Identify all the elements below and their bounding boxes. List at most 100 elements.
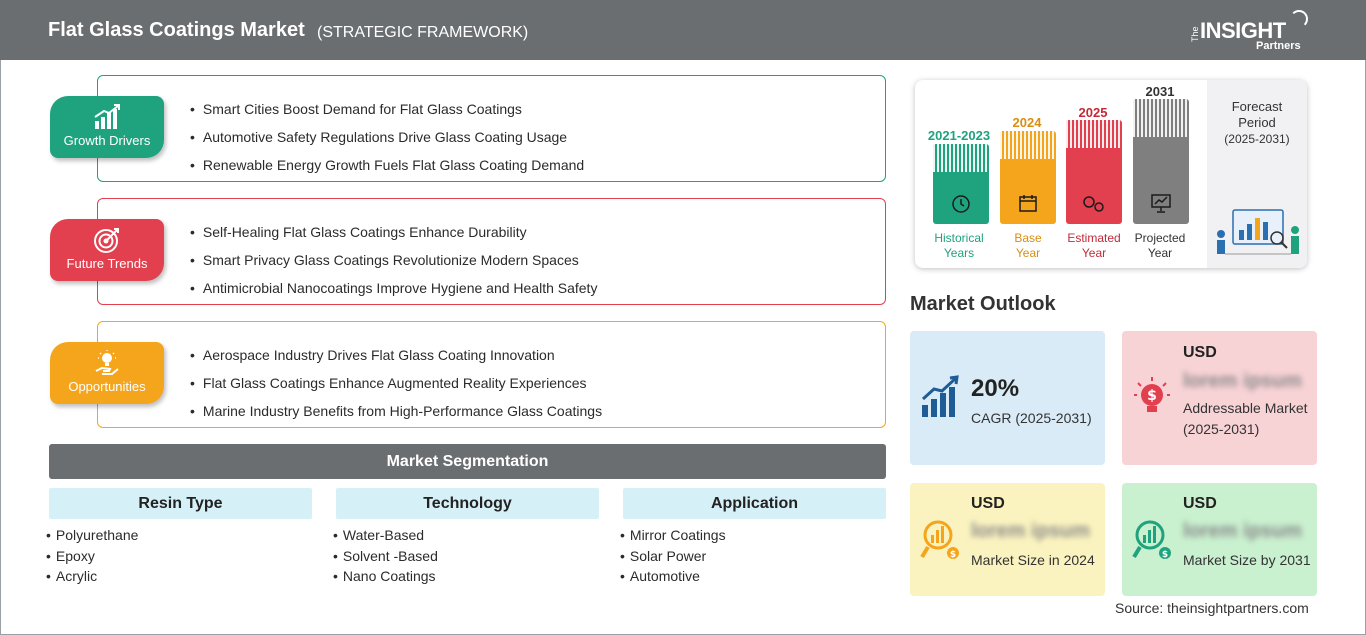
segment-list: Mirror Coatings Solar Power Automotive [620, 525, 886, 587]
opportunities-card: Aerospace Industry Drives Flat Glass Coa… [97, 321, 886, 428]
timeline-label-line1: Base [1014, 231, 1042, 245]
list-item: Solvent -Based [333, 546, 599, 567]
presentation-icon [1151, 194, 1171, 213]
list-item: Aerospace Industry Drives Flat Glass Coa… [190, 341, 602, 369]
timeline-year-estimated: 2025 [1078, 105, 1108, 120]
timeline-label-base: Base Year [988, 231, 1068, 261]
cagr-desc: CAGR (2025-2031) [971, 410, 1092, 426]
timeline-label-line2: Year [1147, 246, 1173, 260]
timeline-year-historical: 2021-2023 [927, 128, 991, 143]
timeline-label-line2: Year [1015, 246, 1041, 260]
market-2031-value-blurred: lorem ipsum [1183, 520, 1302, 542]
addressable-desc: Addressable Market (2025-2031) [1183, 400, 1308, 437]
list-item: Antimicrobial Nanocoatings Improve Hygie… [190, 274, 598, 302]
growth-drivers-list: Smart Cities Boost Demand for Flat Glass… [190, 95, 584, 179]
calendar-icon [1019, 195, 1037, 212]
cagr-value: 20% [971, 375, 1020, 402]
growth-chart-icon [94, 104, 120, 129]
opportunities-list: Aerospace Industry Drives Flat Glass Coa… [190, 341, 602, 425]
market-forecast-icon: $ [1132, 520, 1171, 560]
segment-application: Application Mirror Coatings Solar Power … [623, 488, 886, 587]
timeline-label-estimated: Estimated Year [1054, 231, 1134, 261]
segment-list: Polyurethane Epoxy Acrylic [46, 525, 312, 587]
svg-text:$: $ [1147, 388, 1157, 404]
segment-heading: Resin Type [49, 488, 312, 519]
forecast-period: (2025-2031) [1224, 132, 1290, 146]
timeline-label-line1: Historical [934, 231, 984, 245]
svg-text:$: $ [1162, 550, 1168, 560]
list-item: Water-Based [333, 525, 599, 546]
addressable-usd: USD [1183, 344, 1217, 361]
list-item: Smart Privacy Glass Coatings Revolutioni… [190, 246, 597, 274]
list-item: Automotive [620, 566, 886, 587]
addressable-value-blurred: lorem ipsum [1183, 370, 1302, 392]
list-item: Acrylic [46, 566, 312, 587]
market-size-icon: $ [920, 520, 959, 560]
growth-drivers-badge: Growth Drivers [50, 96, 164, 158]
segment-heading: Application [623, 488, 886, 519]
list-item: Flat Glass Coatings Enhance Augmented Re… [190, 369, 602, 397]
timeline-label-projected: Projected Year [1120, 231, 1200, 261]
segment-list: Water-Based Solvent -Based Nano Coatings [333, 525, 599, 587]
svg-text:$: $ [950, 550, 956, 560]
page-subtitle: (STRATEGIC FRAMEWORK) [317, 24, 529, 41]
list-item: Smart Cities Boost Demand for Flat Glass… [190, 95, 584, 123]
timeline-bar-base [1000, 131, 1056, 224]
addressable-market-tile: $ USD lorem ipsum Addressable Market (20… [1122, 331, 1317, 465]
logo-partners: Partners [1256, 40, 1301, 52]
logo-arc-icon [1290, 10, 1308, 28]
list-item: Epoxy [46, 546, 312, 567]
list-item: Nano Coatings [333, 566, 599, 587]
lightbulb-hand-icon [95, 350, 119, 375]
market-size-2024-tile: $ USD lorem ipsum Market Size in 2024 [910, 483, 1105, 596]
history-icon [952, 195, 970, 213]
list-item: Mirror Coatings [620, 525, 886, 546]
target-icon [94, 228, 119, 253]
logo-the: The [1190, 26, 1200, 42]
market-outlook-title: Market Outlook [910, 293, 1056, 315]
timeline-bar-estimated [1066, 120, 1122, 224]
list-item: Renewable Energy Growth Fuels Flat Glass… [190, 151, 584, 179]
timeline-year-base: 2024 [1012, 115, 1042, 130]
list-item: Polyurethane [46, 525, 312, 546]
future-trends-list: Self-Healing Flat Glass Coatings Enhance… [190, 218, 598, 302]
timeline-year-projected: 2031 [1145, 84, 1175, 99]
forecast-title-text: Forecast Period [1231, 99, 1283, 130]
market-2031-usd: USD [1183, 495, 1217, 512]
badge-label: Growth Drivers [63, 133, 151, 148]
cagr-tile: 20% CAGR (2025-2031) [910, 331, 1105, 465]
market-2024-usd: USD [971, 495, 1005, 512]
segment-heading: Technology [336, 488, 599, 519]
timeline-bar-projected [1133, 99, 1189, 224]
future-trends-badge: Future Trends [50, 219, 164, 281]
forecast-title: Forecast Period [1207, 99, 1307, 131]
bar-growth-icon [921, 375, 959, 417]
market-2031-desc: Market Size by 2031 [1183, 552, 1311, 568]
page-title: Flat Glass Coatings Market [48, 19, 305, 41]
segment-technology: Technology Water-Based Solvent -Based Na… [336, 488, 599, 587]
segment-resin-type: Resin Type Polyurethane Epoxy Acrylic [49, 488, 312, 587]
opportunities-badge: Opportunities [50, 342, 164, 404]
list-item: Automotive Safety Regulations Drive Glas… [190, 123, 584, 151]
segmentation-title: Market Segmentation [49, 444, 886, 479]
source-credit: Source: theinsightpartners.com [1115, 600, 1309, 616]
timeline-label-line1: Estimated [1067, 231, 1121, 245]
timeline-label-historical: Historical Years [919, 231, 999, 261]
dollar-bulb-icon: $ [1134, 377, 1170, 412]
market-size-2031-tile: $ USD lorem ipsum Market Size by 2031 [1122, 483, 1317, 596]
list-item: Self-Healing Flat Glass Coatings Enhance… [190, 218, 597, 246]
gears-icon [1083, 196, 1104, 212]
company-logo: The INSIGHT Partners [1190, 8, 1320, 54]
badge-label: Opportunities [68, 379, 146, 394]
timeline-bar-historical [933, 144, 989, 224]
forecast-panel: Forecast Period (2025-2031) [1207, 80, 1307, 268]
future-trends-card: Self-Healing Flat Glass Coatings Enhance… [97, 198, 886, 305]
header-bar: Flat Glass Coatings Market (STRATEGIC FR… [0, 0, 1366, 60]
timeline-label-line2: Year [1081, 246, 1107, 260]
growth-drivers-card: Smart Cities Boost Demand for Flat Glass… [97, 75, 886, 182]
logo-insight: INSIGHT [1200, 18, 1286, 43]
badge-label: Future Trends [66, 256, 148, 271]
list-item: Solar Power [620, 546, 886, 567]
list-item: Marine Industry Benefits from High-Perfo… [190, 397, 602, 425]
analytics-illustration-icon [1217, 209, 1299, 255]
